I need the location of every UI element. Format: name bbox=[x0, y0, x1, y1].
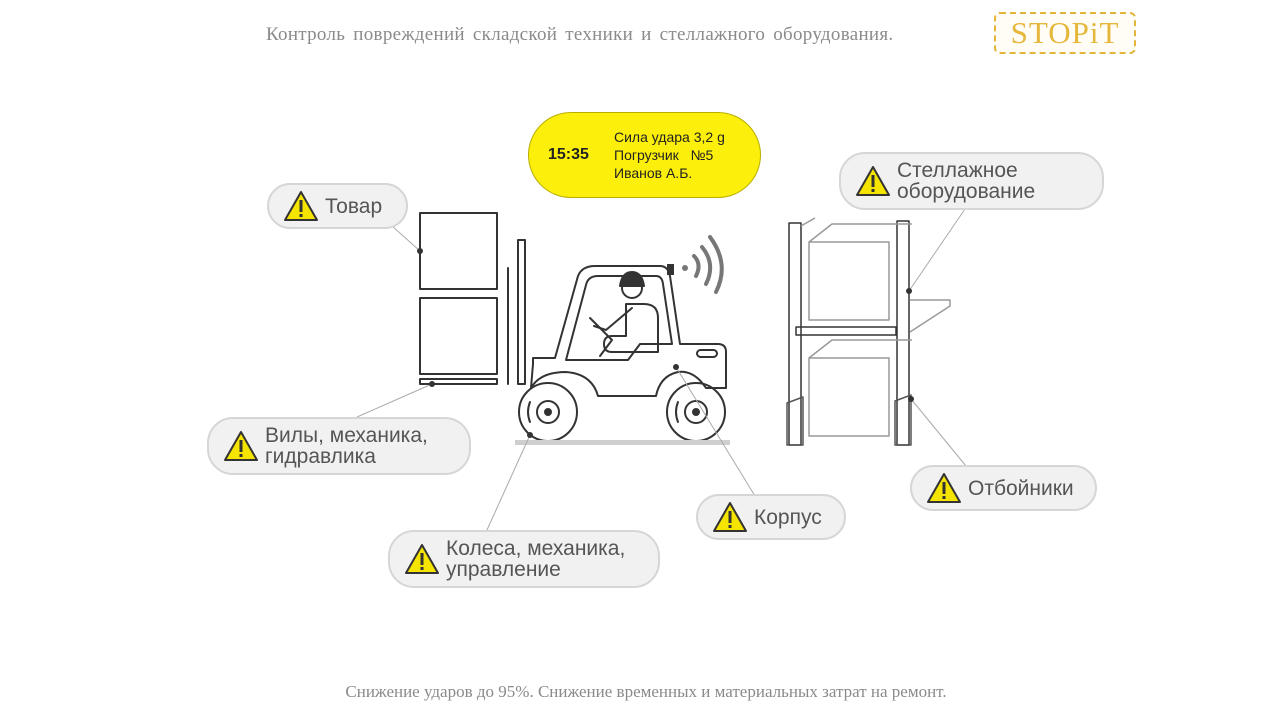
stopit-logo: STOPiT bbox=[994, 12, 1136, 54]
warning-triangle-icon bbox=[856, 166, 890, 196]
warning-triangle-icon bbox=[224, 431, 258, 461]
event-details: Сила удара 3,2 g Погрузчик №5 Иванов А.Б… bbox=[614, 128, 725, 182]
rack-box-bottom bbox=[808, 357, 890, 437]
callout-wheels: Колеса, механика, управление bbox=[388, 530, 660, 588]
callout-bumpers: Отбойники bbox=[910, 465, 1097, 511]
sensor bbox=[667, 264, 674, 275]
warning-triangle-icon bbox=[713, 502, 747, 532]
callout-forks-label: Вилы, механика, гидравлика bbox=[265, 424, 428, 468]
operator-torso bbox=[603, 303, 659, 353]
callout-bumpers-label: Отбойники bbox=[968, 476, 1074, 500]
wireless-signal-icon bbox=[682, 235, 724, 294]
callout-body: Корпус bbox=[696, 494, 846, 540]
footer-text: Снижение ударов до 95%. Снижение временн… bbox=[345, 682, 947, 701]
callout-forks: Вилы, механика, гидравлика bbox=[207, 417, 471, 475]
impact-event-card: 15:35 Сила удара 3,2 g Погрузчик №5 Иван… bbox=[528, 112, 761, 198]
cabin-window bbox=[565, 275, 673, 361]
event-operator: Иванов А.Б. bbox=[614, 165, 693, 181]
rack-post-right bbox=[896, 220, 910, 446]
callout-body-label: Корпус bbox=[754, 505, 822, 529]
callout-racks: Стеллажное оборудование bbox=[839, 152, 1104, 210]
rack-shelf bbox=[909, 299, 951, 333]
event-impact-force: Сила удара 3,2 g bbox=[614, 129, 725, 145]
operator-helmet bbox=[619, 271, 645, 287]
warning-triangle-icon bbox=[405, 544, 439, 574]
ground-line bbox=[515, 440, 730, 445]
rack-post-left bbox=[788, 222, 802, 446]
fork bbox=[419, 378, 498, 385]
callout-goods-label: Товар bbox=[325, 194, 383, 218]
event-vehicle: Погрузчик №5 bbox=[614, 147, 714, 163]
mast-outer bbox=[517, 239, 526, 385]
goods-box-bottom bbox=[419, 297, 498, 375]
bumper-left bbox=[786, 396, 804, 446]
event-time: 15:35 bbox=[548, 146, 589, 163]
callout-racks-label: Стеллажное оборудование bbox=[897, 159, 1036, 203]
steering bbox=[589, 317, 613, 357]
body-slot bbox=[696, 349, 718, 358]
rack-box-top bbox=[808, 241, 890, 321]
rack-beam bbox=[795, 326, 897, 336]
warning-triangle-icon bbox=[927, 473, 961, 503]
callout-goods: Товар bbox=[267, 183, 408, 229]
page-title: Контроль повреждений складской техники и… bbox=[266, 24, 894, 45]
goods-box-top bbox=[419, 212, 498, 290]
bumper-right bbox=[894, 394, 912, 446]
warning-triangle-icon bbox=[284, 191, 318, 221]
callout-wheels-label: Колеса, механика, управление bbox=[446, 537, 626, 581]
